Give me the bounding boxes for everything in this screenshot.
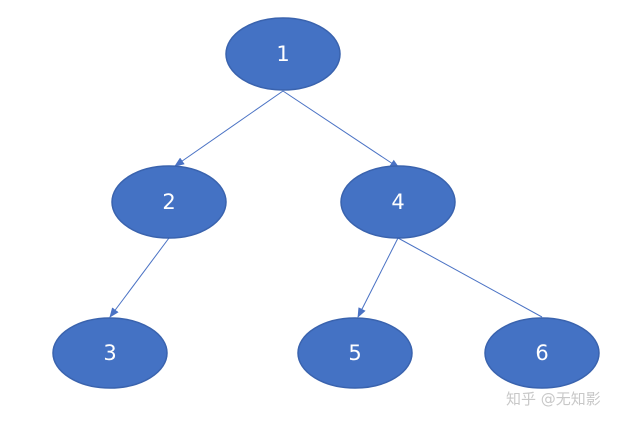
node-2-shape (111, 165, 227, 239)
edge-1-2 (174, 90, 284, 167)
edge-1-4 (282, 90, 400, 169)
node-6: 6 (484, 317, 600, 389)
watermark: 知乎 @无知影 (506, 390, 601, 408)
node-4-label: 4 (391, 190, 404, 214)
node-6-label: 6 (535, 341, 548, 365)
node-4: 4 (340, 165, 456, 239)
edge-4-6 (397, 237, 543, 318)
node-4-shape (340, 165, 456, 239)
edge-4-5 (357, 237, 399, 318)
node-3-label: 3 (103, 341, 116, 365)
node-5: 5 (297, 317, 413, 389)
node-3: 3 (52, 317, 168, 389)
node-1-label: 1 (276, 42, 289, 66)
node-1-shape (225, 17, 341, 91)
node-6-shape (484, 317, 600, 389)
node-5-shape (297, 317, 413, 389)
node-2-label: 2 (162, 190, 175, 214)
node-3-shape (52, 317, 168, 389)
node-2: 2 (111, 165, 227, 239)
node-5-label: 5 (348, 341, 361, 365)
node-1: 1 (225, 17, 341, 91)
edge-2-3 (109, 237, 170, 318)
